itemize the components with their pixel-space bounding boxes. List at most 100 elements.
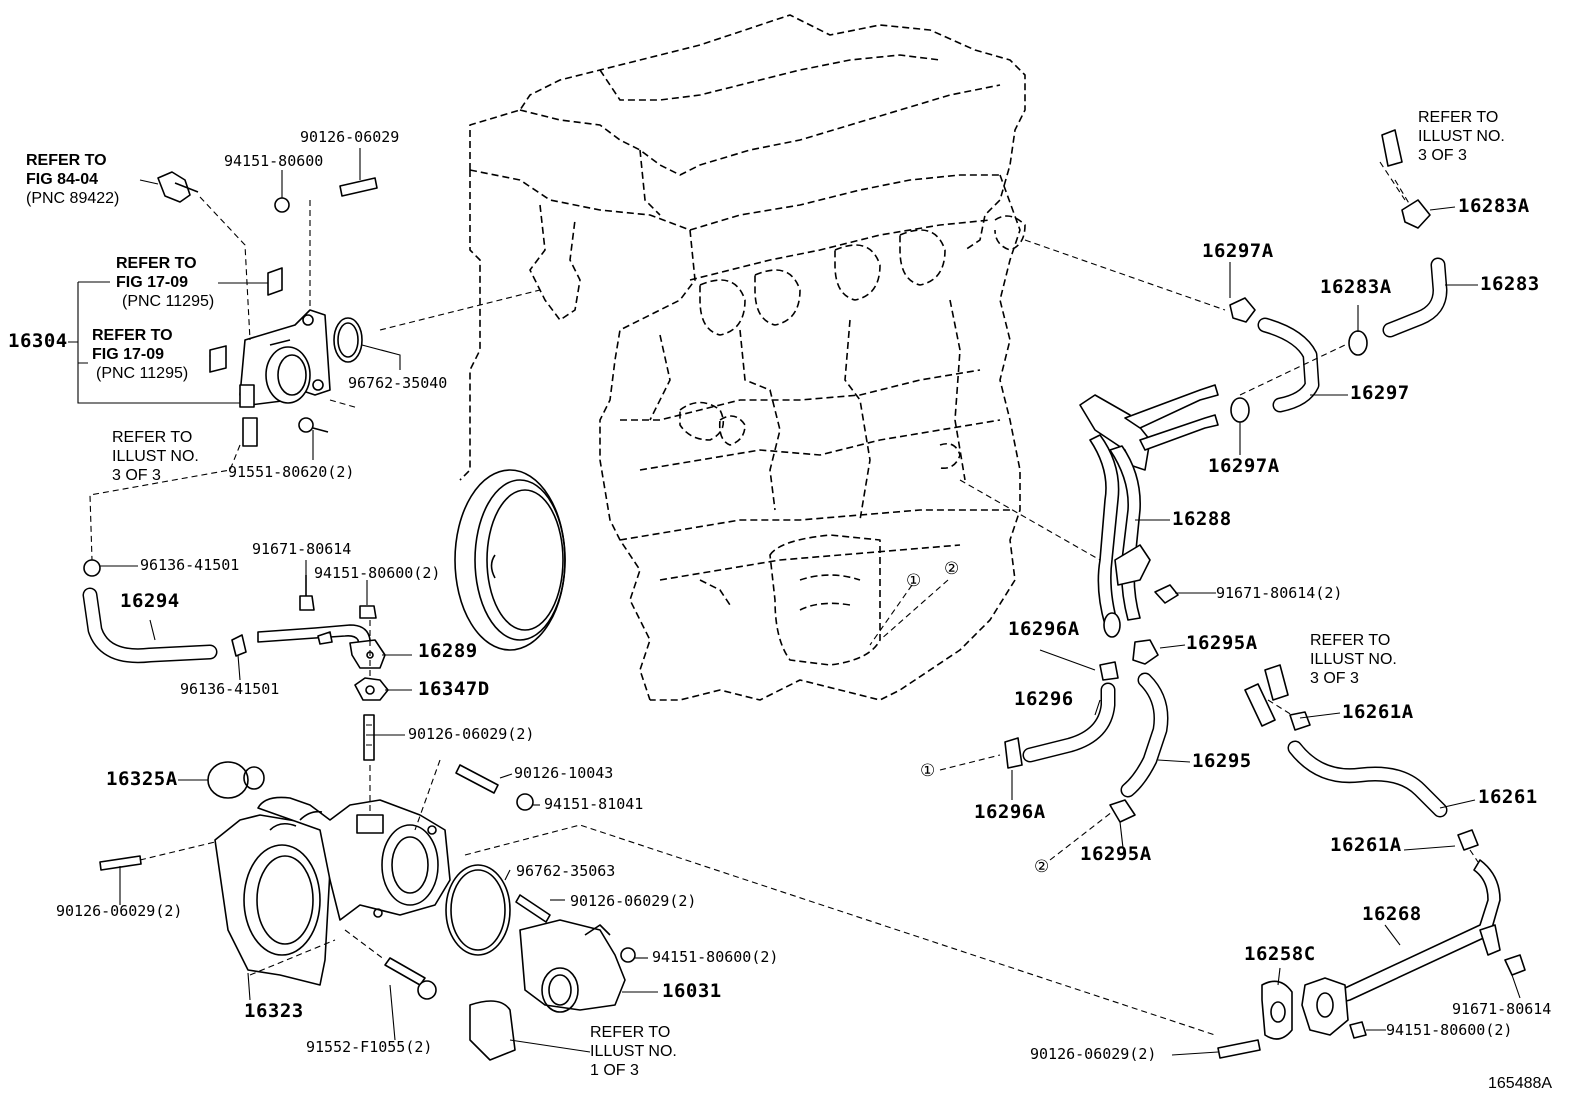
label-16283A: 16283A bbox=[1320, 276, 1392, 298]
illustration-id: 165488A bbox=[1488, 1075, 1553, 1092]
hose-stub-lower bbox=[469, 1000, 516, 1061]
label-94151-81041: 94151-81041 bbox=[544, 795, 644, 813]
stud-lower-right bbox=[1217, 1039, 1261, 1059]
gasket-16347D bbox=[354, 677, 389, 701]
ref-line: (PNC 89422) bbox=[26, 190, 120, 207]
fasteners-center bbox=[299, 575, 377, 619]
ref-line: REFER TO bbox=[116, 255, 197, 272]
ref-line: REFER TO bbox=[92, 327, 173, 344]
circle-marker-1-b: ① bbox=[920, 761, 936, 781]
label-90126-06029: 90126-06029 bbox=[300, 128, 400, 146]
label-90126-10043: 90126-10043 bbox=[514, 764, 614, 782]
label-16297: 16297 bbox=[1350, 382, 1410, 404]
ref-line: 3 OF 3 bbox=[1418, 147, 1467, 164]
label-16297A-bot: 16297A bbox=[1208, 455, 1280, 477]
label-16258C: 16258C bbox=[1244, 943, 1316, 965]
pipe-16288 bbox=[1079, 384, 1219, 638]
ref-fig-17-09-b: REFER TO FIG 17-09 (PNC 11295) bbox=[92, 326, 188, 383]
ref-line: ILLUST NO. bbox=[1418, 128, 1505, 145]
label-16289: 16289 bbox=[418, 640, 478, 662]
label-90126-06029-2c: 90126-06029(2) bbox=[570, 892, 697, 910]
ref-line: REFER TO bbox=[112, 429, 193, 446]
label-16325A: 16325A bbox=[106, 768, 178, 790]
label-94151-80600: 94151-80600 bbox=[224, 152, 324, 170]
hose-top-right bbox=[1381, 129, 1431, 229]
ref-line: FIG 84-04 bbox=[26, 171, 99, 188]
ref-line: FIG 17-09 bbox=[92, 346, 165, 363]
label-96136-41501-a: 96136-41501 bbox=[140, 556, 240, 574]
hose-16295 bbox=[1109, 639, 1169, 823]
housing-16323 bbox=[214, 796, 451, 986]
thermostat-housing-16031 bbox=[515, 894, 636, 1013]
bolt-91552-F1055 bbox=[384, 957, 437, 1000]
o-rings-16325A bbox=[207, 761, 265, 799]
ref-line: ILLUST NO. bbox=[590, 1043, 677, 1060]
label-91552-F1055: 91552-F1055(2) bbox=[306, 1038, 433, 1056]
circle-marker-2-b: ② bbox=[1034, 857, 1050, 877]
ref-line: 3 OF 3 bbox=[112, 467, 161, 484]
label-16261A-top: 16261A bbox=[1342, 701, 1414, 723]
pipe-16289 bbox=[257, 624, 386, 669]
ref-illust-3-left: REFER TO ILLUST NO. 3 OF 3 bbox=[112, 428, 199, 485]
ref-hose-stub-right bbox=[1244, 683, 1276, 727]
hose-16261 bbox=[1264, 664, 1479, 851]
label-91671-80614-2: 91671-80614(2) bbox=[1216, 584, 1343, 602]
hose-16296 bbox=[1004, 661, 1119, 769]
gasket-plates bbox=[209, 267, 283, 373]
ref-line: (PNC 11295) bbox=[122, 293, 215, 310]
label-16297A-top: 16297A bbox=[1202, 240, 1274, 262]
circle-marker-1: ① bbox=[906, 571, 922, 591]
ref-fig-84-04: REFER TO FIG 84-04 (PNC 89422) bbox=[26, 151, 119, 208]
label-91551-80620: 91551-80620(2) bbox=[228, 463, 355, 481]
label-16295A-top: 16295A bbox=[1186, 632, 1258, 654]
water-temp-sender bbox=[157, 171, 199, 203]
label-16296A-top: 16296A bbox=[1008, 618, 1080, 640]
water-outlet-16304 bbox=[239, 309, 331, 447]
label-90126-06029-2b: 90126-06029(2) bbox=[56, 902, 183, 920]
ref-line: (PNC 11295) bbox=[96, 365, 189, 382]
ref-line: 1 OF 3 bbox=[590, 1062, 639, 1079]
label-94151-80600-2c: 94151-80600(2) bbox=[1386, 1021, 1513, 1039]
dashed-leaders bbox=[89, 161, 1479, 1036]
hose-16294 bbox=[82, 559, 247, 664]
ref-line: REFER TO bbox=[1418, 109, 1499, 126]
stud-90126-10043 bbox=[455, 764, 534, 811]
solid-leaders bbox=[68, 148, 1521, 1056]
label-16261A-bot: 16261A bbox=[1330, 834, 1402, 856]
hose-16283 bbox=[1348, 257, 1448, 356]
label-16295A-bot: 16295A bbox=[1080, 843, 1152, 865]
label-16295: 16295 bbox=[1192, 750, 1252, 772]
gasket-16258C bbox=[1261, 980, 1293, 1040]
label-91671-80614-r: 91671-80614 bbox=[1452, 1000, 1552, 1018]
label-96762-35040: 96762-35040 bbox=[348, 374, 448, 392]
ref-line: REFER TO bbox=[1310, 632, 1391, 649]
ref-line: ILLUST NO. bbox=[112, 448, 199, 465]
stud-90126-06029 bbox=[363, 714, 375, 761]
label-96762-35063: 96762-35063 bbox=[516, 862, 616, 880]
label-16296A-bot: 16296A bbox=[974, 801, 1046, 823]
circle-marker-2: ② bbox=[944, 559, 960, 579]
label-16283A-top: 16283A bbox=[1458, 195, 1530, 217]
label-90126-06029-2a: 90126-06029(2) bbox=[408, 725, 535, 743]
ref-illust-3-top: REFER TO ILLUST NO. 3 OF 3 bbox=[1418, 108, 1505, 165]
ref-fig-17-09-a: REFER TO FIG 17-09 (PNC 11295) bbox=[116, 254, 214, 311]
label-94151-80600-2b: 94151-80600(2) bbox=[652, 948, 779, 966]
ref-line: REFER TO bbox=[26, 152, 107, 169]
label-94151-80600-2a: 94151-80600(2) bbox=[314, 564, 441, 582]
ref-line: 3 OF 3 bbox=[1310, 670, 1359, 687]
label-90126-06029-2d: 90126-06029(2) bbox=[1030, 1045, 1157, 1063]
o-ring-96762-35063 bbox=[445, 864, 511, 956]
ref-line: FIG 17-09 bbox=[116, 274, 189, 291]
label-16283: 16283 bbox=[1480, 273, 1540, 295]
bolt-91671-80614 bbox=[1154, 584, 1179, 604]
label-16288: 16288 bbox=[1172, 508, 1232, 530]
ref-line: REFER TO bbox=[590, 1024, 671, 1041]
label-16294: 16294 bbox=[120, 590, 180, 612]
hose-16297 bbox=[1229, 297, 1320, 423]
label-16031: 16031 bbox=[662, 980, 722, 1002]
label-96136-41501-b: 96136-41501 bbox=[180, 680, 280, 698]
stud-left-90126 bbox=[99, 855, 142, 871]
